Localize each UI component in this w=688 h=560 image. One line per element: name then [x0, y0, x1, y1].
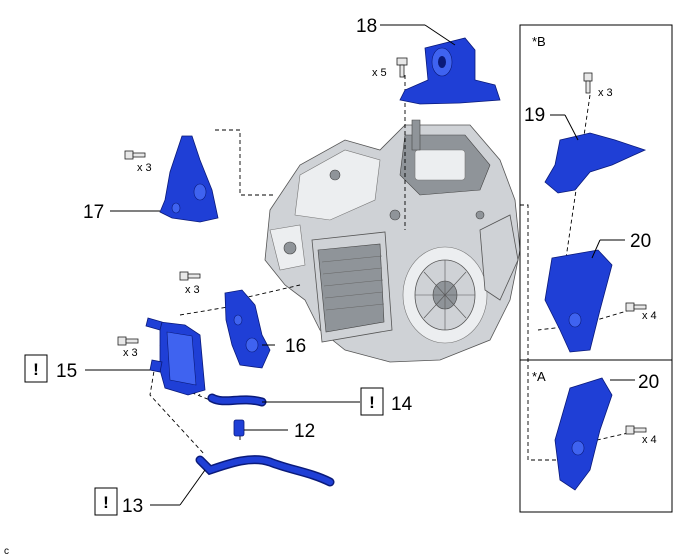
- callout-14: 14: [391, 394, 413, 415]
- callout-13: 13: [122, 496, 143, 517]
- bolt-icon: [179, 271, 201, 281]
- quantity-20-b: x 4: [642, 310, 657, 322]
- bracket-19: [544, 132, 647, 194]
- quantity-16: x 3: [185, 284, 200, 296]
- quantity-18: x 5: [372, 67, 387, 79]
- callout-17: 17: [83, 202, 104, 223]
- caution-icon-15: !: [24, 354, 48, 383]
- quantity-20-a: x 4: [642, 434, 657, 446]
- figure-code: c: [4, 546, 9, 557]
- panel-b-label: *B: [532, 34, 546, 49]
- bracket-20-b: [544, 249, 613, 353]
- bolt-icon: [124, 150, 146, 160]
- transaxle-assembly: [264, 119, 521, 363]
- clip-12: [233, 419, 245, 437]
- bracket-16: [224, 289, 271, 369]
- bolt-icon: [625, 425, 647, 435]
- mount-18: [399, 37, 501, 105]
- hose-13: [195, 455, 335, 487]
- quantity-15: x 3: [123, 347, 138, 359]
- callout-15: 15: [56, 361, 77, 382]
- bolt-icon: [396, 57, 408, 78]
- oil-cooler-15: [145, 317, 206, 396]
- bolt-icon: [117, 336, 139, 346]
- panel-a-frame: [519, 359, 673, 513]
- callout-20-b: 20: [630, 231, 651, 252]
- svg-text:!: !: [103, 493, 109, 512]
- bracket-20-a: [554, 377, 613, 491]
- callout-20-a: 20: [638, 372, 659, 393]
- bolt-icon: [583, 72, 593, 94]
- callout-19: 19: [524, 105, 545, 126]
- callout-18: 18: [356, 16, 377, 37]
- quantity-17: x 3: [137, 162, 152, 174]
- caution-icon-14: !: [360, 387, 384, 416]
- panel-a-label: *A: [532, 369, 546, 384]
- hose-14: [207, 393, 267, 407]
- leader-lines: [85, 24, 635, 506]
- callout-12: 12: [294, 421, 315, 442]
- caution-icon-13: !: [94, 487, 118, 516]
- quantity-19: x 3: [598, 87, 613, 99]
- bracket-17: [159, 135, 219, 223]
- svg-text:!: !: [33, 360, 39, 379]
- bolt-icon: [625, 302, 647, 312]
- callout-16: 16: [285, 336, 306, 357]
- svg-text:!: !: [369, 393, 375, 412]
